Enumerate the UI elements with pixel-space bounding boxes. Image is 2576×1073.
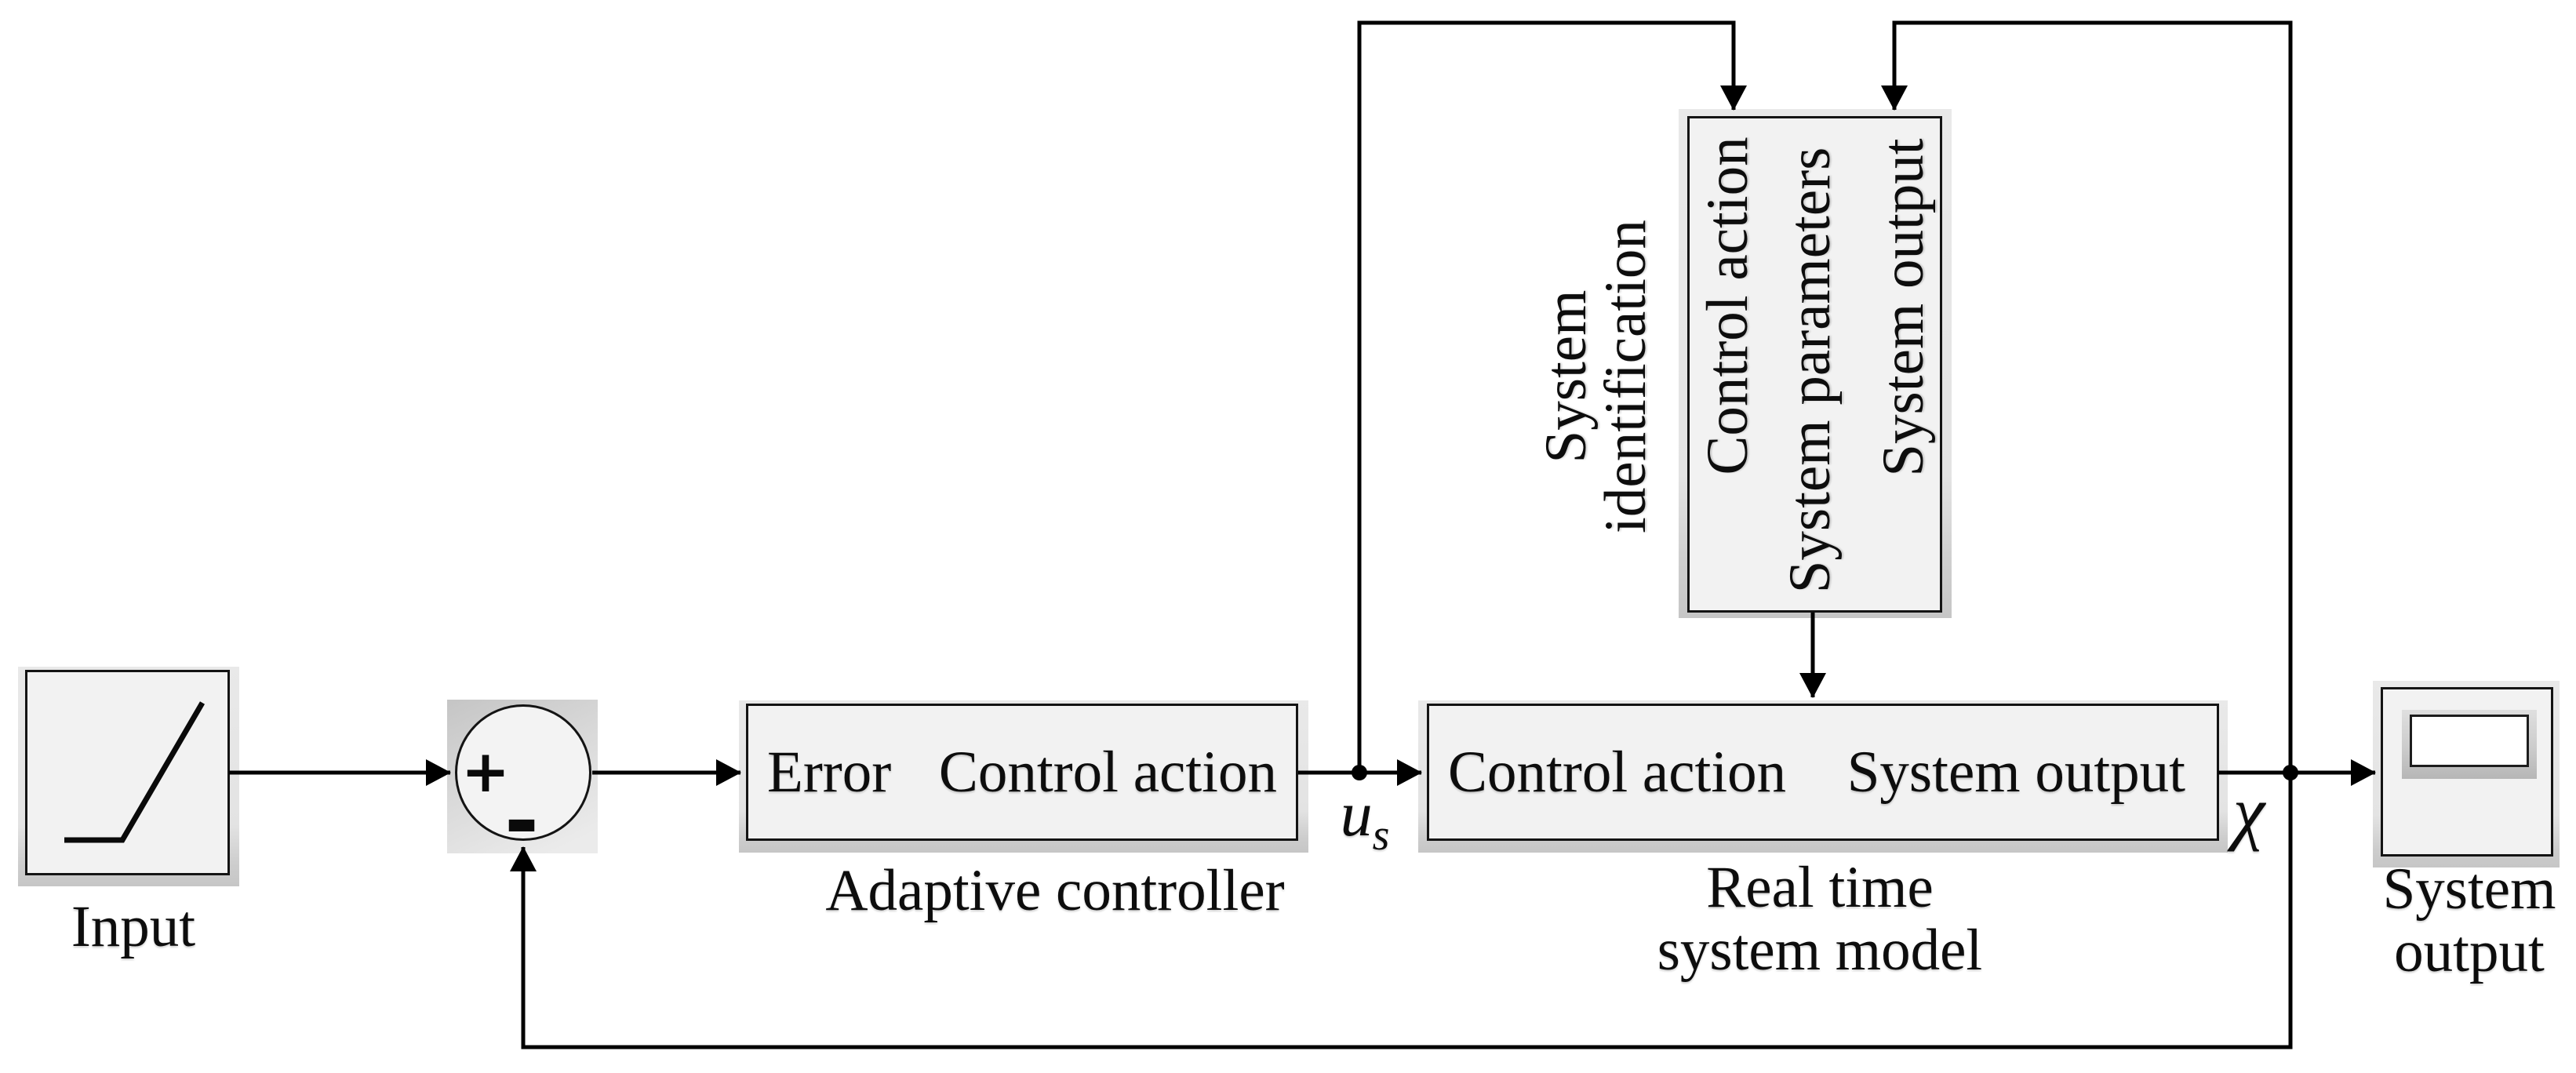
chi-signal-label: χ bbox=[2232, 772, 2265, 852]
wire-control-action-to-sysid bbox=[1357, 20, 1747, 773]
sysid-caption-line2: identification bbox=[1593, 220, 1658, 533]
model-output-port-label: System output bbox=[1846, 739, 2185, 805]
model-caption-line1: Real time bbox=[1706, 855, 1934, 920]
input-caption: Input bbox=[71, 894, 196, 959]
plus-sign-label: + bbox=[460, 738, 510, 806]
us-signal-subscript: s bbox=[1372, 811, 1390, 860]
scope-caption-line2: output bbox=[2394, 919, 2545, 984]
real-time-model-block: Control action System output bbox=[1427, 704, 2219, 841]
error-port-label: Error bbox=[767, 739, 892, 805]
sysid-column-system-parameters: System parameters bbox=[1777, 147, 1843, 594]
saturation-ramp-icon bbox=[64, 701, 206, 843]
sysid-caption-line1: System bbox=[1534, 289, 1599, 464]
system-identification-caption: System identification bbox=[1534, 102, 1658, 651]
junction-dot-chi bbox=[2283, 765, 2298, 780]
input-block bbox=[25, 670, 230, 875]
model-caption-line2: system model bbox=[1657, 918, 1983, 983]
us-signal-base: u bbox=[1340, 778, 1373, 849]
sysid-column-control-action: Control action bbox=[1695, 136, 1760, 475]
junction-dot-us bbox=[1352, 765, 1367, 780]
adaptive-controller-block: Error Control action bbox=[746, 704, 1298, 841]
scope-screen bbox=[2410, 715, 2529, 767]
summing-junction bbox=[455, 704, 591, 841]
wire-feedback-to-sum bbox=[510, 773, 2293, 1049]
system-identification-block bbox=[1687, 116, 1942, 613]
scope-caption-line1: System bbox=[2382, 857, 2556, 922]
wire-system-output-to-sysid bbox=[1881, 20, 2293, 773]
sysid-column-system-output: System output bbox=[1871, 138, 1936, 477]
adaptive-controller-caption: Adaptive controller bbox=[825, 858, 1285, 923]
us-signal-label: us bbox=[1302, 782, 1428, 867]
controller-output-port-label: Control action bbox=[938, 739, 1277, 805]
model-input-port-label: Control action bbox=[1448, 739, 1787, 805]
scope-caption: System output bbox=[2356, 858, 2576, 984]
scope-bezel bbox=[2402, 710, 2537, 779]
real-time-model-caption: Real time system model bbox=[1569, 857, 2071, 982]
scope-block bbox=[2381, 687, 2553, 857]
